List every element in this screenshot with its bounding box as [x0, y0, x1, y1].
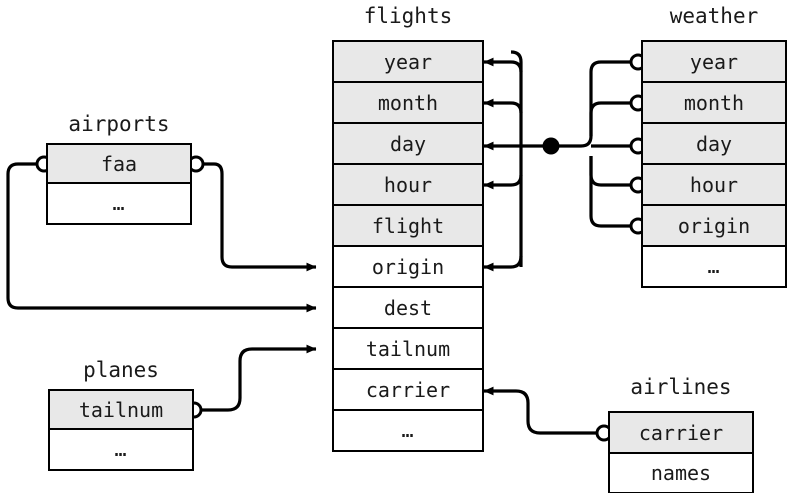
field-flights-year[interactable]: year	[334, 42, 482, 83]
field-flights-dest[interactable]: dest	[334, 288, 482, 329]
table-weather: year month day hour origin …	[641, 40, 787, 288]
link-weather-flights-hour	[483, 174, 523, 190]
field-weather-day[interactable]: day	[643, 124, 785, 165]
field-flights-month[interactable]: month	[334, 83, 482, 124]
link-hub-weather-hour	[589, 156, 632, 187]
table-planes: tailnum …	[48, 389, 194, 471]
link-airlines-carrier	[483, 386, 600, 435]
field-weather-hour[interactable]: hour	[643, 165, 785, 206]
airlines-title: airlines	[630, 375, 732, 399]
airports-title: airports	[68, 112, 170, 136]
flights-title: flights	[363, 4, 453, 28]
link-planes-tailnum	[198, 344, 317, 412]
field-weather-more: …	[643, 247, 785, 285]
link-weather-flights-month	[483, 98, 523, 114]
link-airports-origin	[204, 162, 317, 272]
field-flights-origin[interactable]: origin	[334, 247, 482, 288]
field-airports-faa[interactable]: faa	[48, 145, 190, 184]
field-flights-hour[interactable]: hour	[334, 165, 482, 206]
field-airports-more: …	[48, 184, 190, 222]
field-weather-month[interactable]: month	[643, 83, 785, 124]
field-flights-more: …	[334, 411, 482, 449]
field-airlines-carrier[interactable]: carrier	[610, 413, 752, 454]
field-planes-more: …	[50, 430, 192, 468]
link-hub-weather-origin	[589, 156, 632, 228]
weather-title: weather	[669, 4, 759, 28]
field-flights-carrier[interactable]: carrier	[334, 370, 482, 411]
table-flights: year month day hour flight origin dest t…	[332, 40, 484, 452]
table-airports: faa …	[46, 143, 192, 225]
field-weather-origin[interactable]: origin	[643, 206, 785, 247]
link-weather-flights-year	[483, 57, 523, 73]
link-weather-flights-origin	[483, 255, 523, 272]
link-hub-weather-month	[589, 101, 632, 136]
composite-key-junction-dot	[542, 137, 560, 155]
field-planes-tailnum[interactable]: tailnum	[50, 391, 192, 430]
field-flights-tailnum[interactable]: tailnum	[334, 329, 482, 370]
field-flights-day[interactable]: day	[334, 124, 482, 165]
table-airlines: carrier names	[608, 411, 754, 493]
link-hub-weather-year	[551, 60, 632, 148]
planes-title: planes	[83, 358, 159, 382]
field-weather-year[interactable]: year	[643, 42, 785, 83]
field-flights-flight[interactable]: flight	[334, 206, 482, 247]
field-airlines-names[interactable]: names	[610, 454, 752, 492]
link-weather-spine-left	[510, 50, 523, 63]
